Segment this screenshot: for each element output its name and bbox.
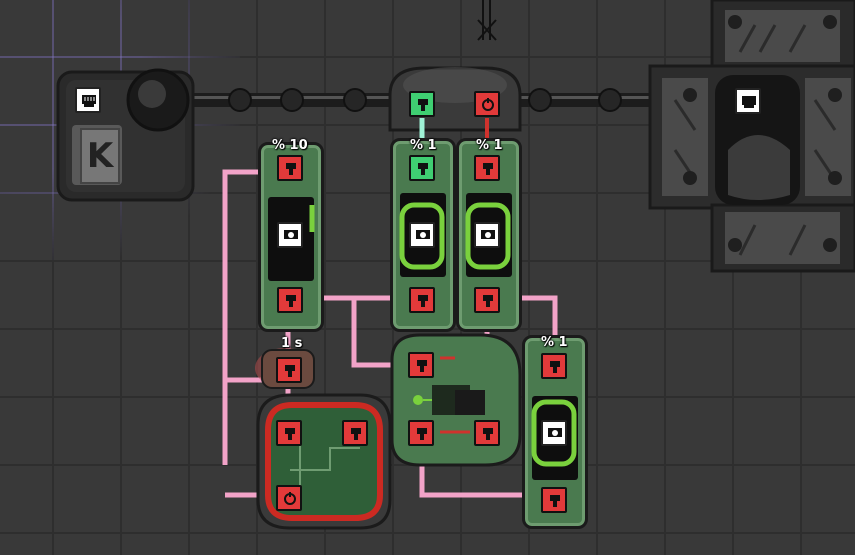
port-plug-icon <box>550 495 560 507</box>
port-plug-icon <box>418 295 428 307</box>
filter-mid-a-ribbon-port[interactable] <box>409 222 435 248</box>
logic-output-port[interactable] <box>474 420 500 446</box>
filter-mid-a-label: % 1 <box>410 138 437 153</box>
filter-top-left-output-port[interactable] <box>277 287 303 313</box>
port-plug-icon <box>483 163 493 175</box>
filter-mid-b-output-port[interactable] <box>474 287 500 313</box>
port-plug-icon <box>418 99 428 111</box>
filter-mid-b-input-port[interactable] <box>474 155 500 181</box>
memory-set-port[interactable] <box>342 420 368 446</box>
port-plug-icon <box>285 428 295 440</box>
filter-mid-a-output-port[interactable] <box>409 287 435 313</box>
logic-input-b-port[interactable] <box>408 420 434 446</box>
port-plug-icon <box>483 295 493 307</box>
filter-mid-b-label: % 1 <box>476 138 503 153</box>
machine-building[interactable] <box>648 0 855 273</box>
filter-top-left-ribbon-port[interactable] <box>277 222 303 248</box>
port-plug-icon <box>417 360 427 372</box>
buffer-label: 1 s <box>281 336 303 351</box>
memory-reset-port[interactable] <box>276 485 302 511</box>
clock-reset-port[interactable] <box>474 91 500 117</box>
port-plug-icon <box>418 163 428 175</box>
memory-input-port[interactable] <box>276 420 302 446</box>
filter-right-label: % 1 <box>541 335 568 350</box>
sensor-ribbon-port[interactable] <box>75 87 101 113</box>
logic-input-a-port[interactable] <box>408 352 434 378</box>
ribbon-port-icon <box>742 96 756 108</box>
filter-mid-a-input-port[interactable] <box>409 155 435 181</box>
port-plug-icon <box>417 428 427 440</box>
ribbon-port-icon <box>548 428 562 437</box>
filter-top-left-label: % 10 <box>272 138 308 153</box>
filter-right-output-port[interactable] <box>541 487 567 513</box>
filter-mid-b-ribbon-port[interactable] <box>474 222 500 248</box>
ribbon-port-icon <box>82 95 96 107</box>
port-plug-icon <box>483 428 493 440</box>
filter-right-ribbon-port[interactable] <box>541 420 567 446</box>
ribbon-port-icon <box>416 230 430 239</box>
sensor-letter-badge: K <box>80 128 120 184</box>
gate-reset-icon <box>482 98 494 111</box>
gate-reset-icon <box>284 492 296 505</box>
port-plug-icon <box>285 365 295 377</box>
buffer-port[interactable] <box>276 357 302 383</box>
machine-ribbon-port[interactable] <box>735 88 761 114</box>
port-plug-icon <box>286 163 296 175</box>
clock-output-port[interactable] <box>409 91 435 117</box>
port-plug-icon <box>351 428 361 440</box>
filter-top-left-input-port[interactable] <box>277 155 303 181</box>
ribbon-port-icon <box>481 230 495 239</box>
port-plug-icon <box>286 295 296 307</box>
port-plug-icon <box>550 361 560 373</box>
ribbon-port-icon <box>284 230 298 239</box>
filter-right-input-port[interactable] <box>541 353 567 379</box>
